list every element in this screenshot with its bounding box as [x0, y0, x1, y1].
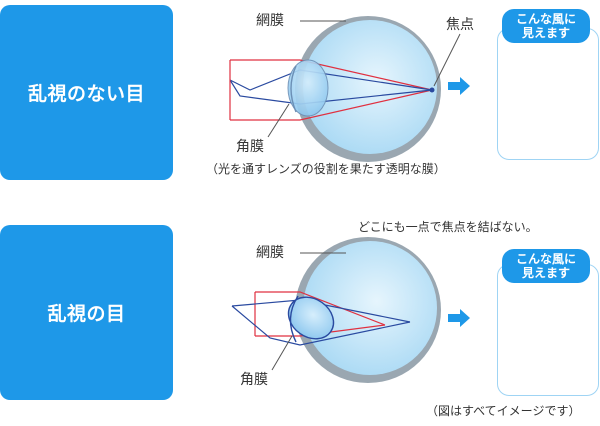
footnote: （図はすべてイメージです） [426, 404, 581, 418]
title-normal-eye: 乱視のない目 [27, 83, 145, 105]
retina-label-1: 網膜 [256, 13, 284, 29]
astigmatism-eye-diagram [231, 237, 577, 383]
badge-line-1: こんな風に [515, 12, 576, 26]
result-frame-1 [497, 28, 599, 160]
badge-line-2: 見えます [521, 26, 570, 40]
eyeball [303, 20, 437, 154]
cornea-label-1: 角膜 [236, 139, 264, 155]
normal-eye-diagram [229, 16, 573, 162]
cornea-note: （光を通すレンズの役割を果たす透明な膜） [206, 162, 446, 176]
arrow-right-icon-2 [448, 309, 470, 327]
title-box-normal-eye: 乱視のない目 [0, 5, 173, 180]
focal-point-label: 焦点 [446, 17, 474, 33]
badge-looks-like-2: こんな風に 見えます [502, 249, 590, 283]
lens [287, 59, 329, 117]
arrow-right-icon [448, 77, 470, 95]
cornea-label-2: 角膜 [240, 372, 268, 388]
badge-line-2b: 見えます [521, 266, 570, 280]
cornea-curve-2 [289, 295, 299, 343]
no-focus-note: どこにも一点で焦点を結ばない。 [358, 220, 538, 234]
badge-looks-like-1: こんな風に 見えます [502, 9, 590, 43]
cornea-curve [290, 65, 297, 113]
result-frame-2 [497, 264, 599, 396]
title-astigmatism-eye: 乱視の目 [47, 303, 126, 325]
title-box-astigmatism-eye: 乱視の目 [0, 225, 173, 400]
lens-distorted [287, 296, 335, 340]
focal-point [429, 87, 435, 93]
retina-label-2: 網膜 [256, 245, 284, 261]
badge-line-1b: こんな風に [515, 252, 576, 266]
eyeball-2 [303, 241, 437, 375]
